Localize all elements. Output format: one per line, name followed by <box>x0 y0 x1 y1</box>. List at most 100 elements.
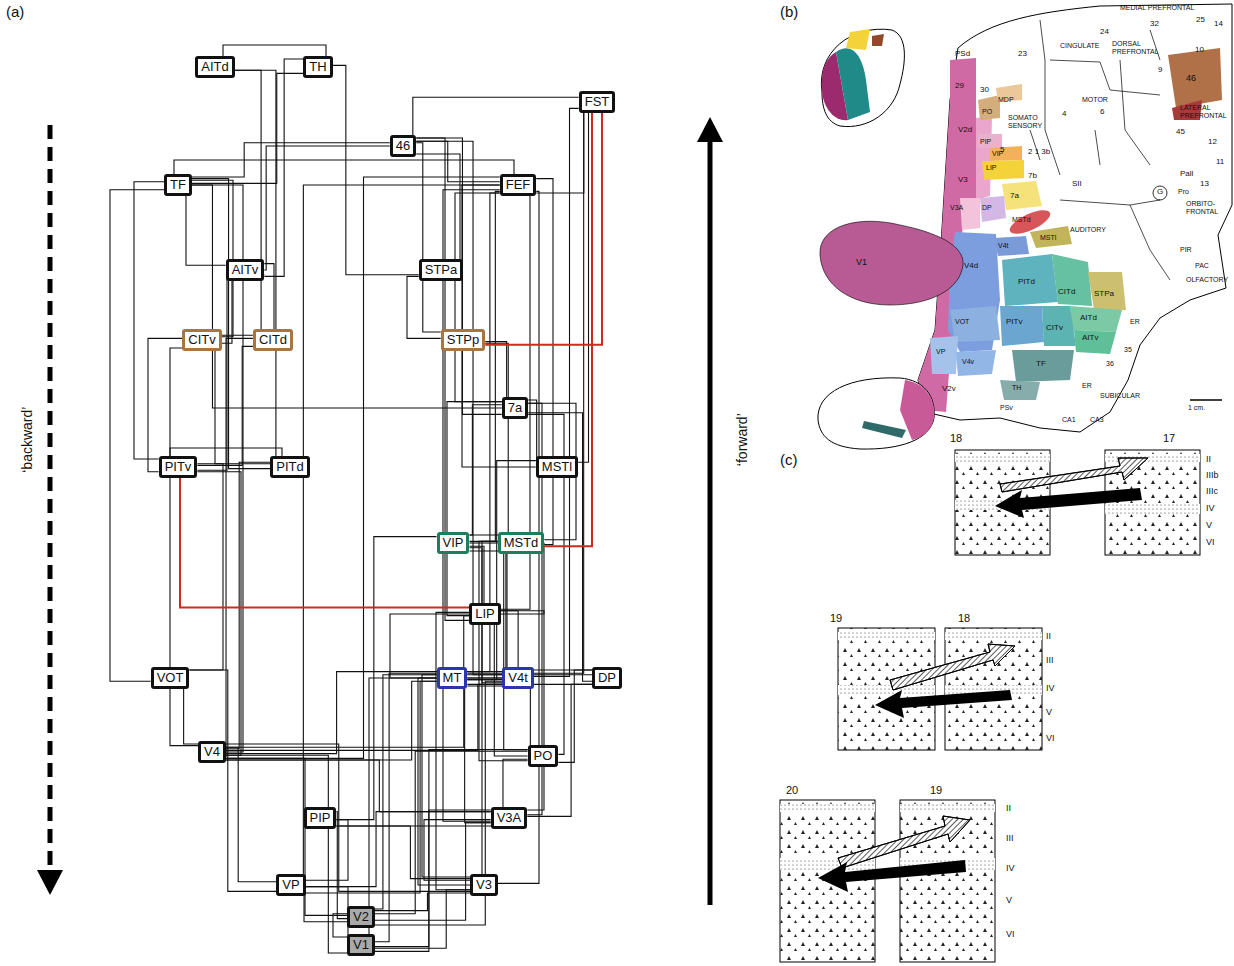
area-label: 10 <box>1195 46 1204 55</box>
arrow-head <box>37 870 63 895</box>
area-name: V3A <box>497 810 522 826</box>
area-name: DP <box>598 670 616 686</box>
layer <box>955 454 1050 462</box>
area-lip <box>982 160 1024 180</box>
area-stpa <box>1088 272 1126 310</box>
area-label: 46 <box>1186 74 1196 84</box>
area-name: V2 <box>353 909 369 925</box>
area-label: CA1 <box>1062 416 1076 424</box>
connection-line <box>336 759 527 826</box>
area-box: MSTd <box>498 532 545 554</box>
area-box: TH <box>303 56 332 78</box>
connection-line <box>186 196 226 265</box>
area-label: CITv <box>1046 324 1063 333</box>
area-box: STPp <box>441 329 486 351</box>
connection-line <box>544 113 592 546</box>
area-label: 11 <box>1216 158 1224 167</box>
area-box: MT <box>437 667 468 689</box>
area-name: 7a <box>508 400 522 416</box>
connection-line <box>264 59 303 276</box>
layer-label: IV <box>1206 504 1215 514</box>
area-label: V2d <box>958 126 972 135</box>
area-citv <box>1042 306 1076 346</box>
area-box: V2 <box>347 906 375 928</box>
feedback-arrow <box>890 644 1015 690</box>
layer <box>838 685 935 695</box>
area-box: V3A <box>491 807 528 829</box>
area-mstl <box>1030 226 1072 248</box>
connection-line <box>443 190 500 821</box>
area-label: 45 <box>1176 128 1185 137</box>
area-label: SUBICULAR <box>1100 392 1140 400</box>
panel-letter: (c) <box>780 452 798 469</box>
area-name: V4 <box>204 744 220 760</box>
area-label: LIP <box>986 164 997 172</box>
connection-line <box>536 113 584 193</box>
connection-line <box>264 146 389 270</box>
area-label: ER <box>1130 318 1140 326</box>
area-46 <box>1168 48 1222 108</box>
connection-line <box>467 680 530 745</box>
area-box: V4t <box>502 667 534 689</box>
area-box: AITd <box>195 56 234 78</box>
area-label: PO <box>982 108 992 116</box>
connection-line <box>192 185 502 408</box>
connection-line <box>494 625 527 756</box>
area-label: CA3 <box>1090 416 1104 424</box>
area-aitd <box>1070 306 1122 332</box>
cortex-column <box>838 628 935 750</box>
feedback-arrow <box>1000 458 1148 492</box>
area-box: PO <box>528 745 559 767</box>
connection-line <box>264 264 274 329</box>
connection-line <box>174 160 514 174</box>
feedback-arrow <box>838 816 970 868</box>
area-label: 7a <box>1010 192 1019 201</box>
area-label: 9 <box>1158 66 1162 75</box>
area-label: MDP <box>998 96 1014 104</box>
connection-line <box>226 462 270 749</box>
feedback-arrow <box>1000 458 1148 492</box>
area-vp <box>930 336 958 374</box>
connection-line <box>180 478 469 608</box>
area-box: STPa <box>419 259 464 281</box>
layer-label: VI <box>1206 538 1215 548</box>
layer <box>838 632 935 640</box>
area-label: PITd <box>1018 278 1035 287</box>
layer <box>900 804 995 812</box>
layer <box>955 454 1050 462</box>
area-name: MT <box>443 670 462 686</box>
area-v4t <box>994 236 1029 256</box>
area-label: ORBITO- FRONTAL <box>1186 200 1228 215</box>
layer-label: 19 <box>830 612 842 624</box>
layer-label: 17 <box>1163 432 1175 444</box>
connection-line <box>192 73 303 183</box>
area-box: V4 <box>198 741 226 763</box>
area-box: V1 <box>347 934 375 956</box>
connection-line <box>226 747 276 882</box>
connection-line <box>222 281 232 343</box>
area-name: V3 <box>476 877 492 893</box>
connection-line <box>226 177 500 758</box>
area-label: V3A <box>950 204 963 212</box>
area-name: PITv <box>165 459 192 475</box>
area-label: ER <box>1082 382 1092 390</box>
area-label: 36 <box>1106 360 1114 368</box>
area-borders <box>1030 20 1170 280</box>
area-label: 30 <box>980 86 989 95</box>
brain-outline <box>821 29 904 126</box>
area-pip <box>978 134 1002 148</box>
area-dp <box>980 196 1006 222</box>
layer-label: 18 <box>958 612 970 624</box>
feedforward-arrow <box>818 860 966 892</box>
layer-label: IV <box>1046 684 1055 694</box>
area-box: AITv <box>226 259 265 281</box>
connection-line <box>485 342 506 397</box>
connection-line <box>226 744 470 891</box>
area-label: CITd <box>1058 288 1075 297</box>
brain-outline <box>818 378 934 449</box>
connection-line <box>536 179 553 545</box>
area-label: 23 <box>1018 50 1027 59</box>
area-box: PIP <box>304 807 337 829</box>
